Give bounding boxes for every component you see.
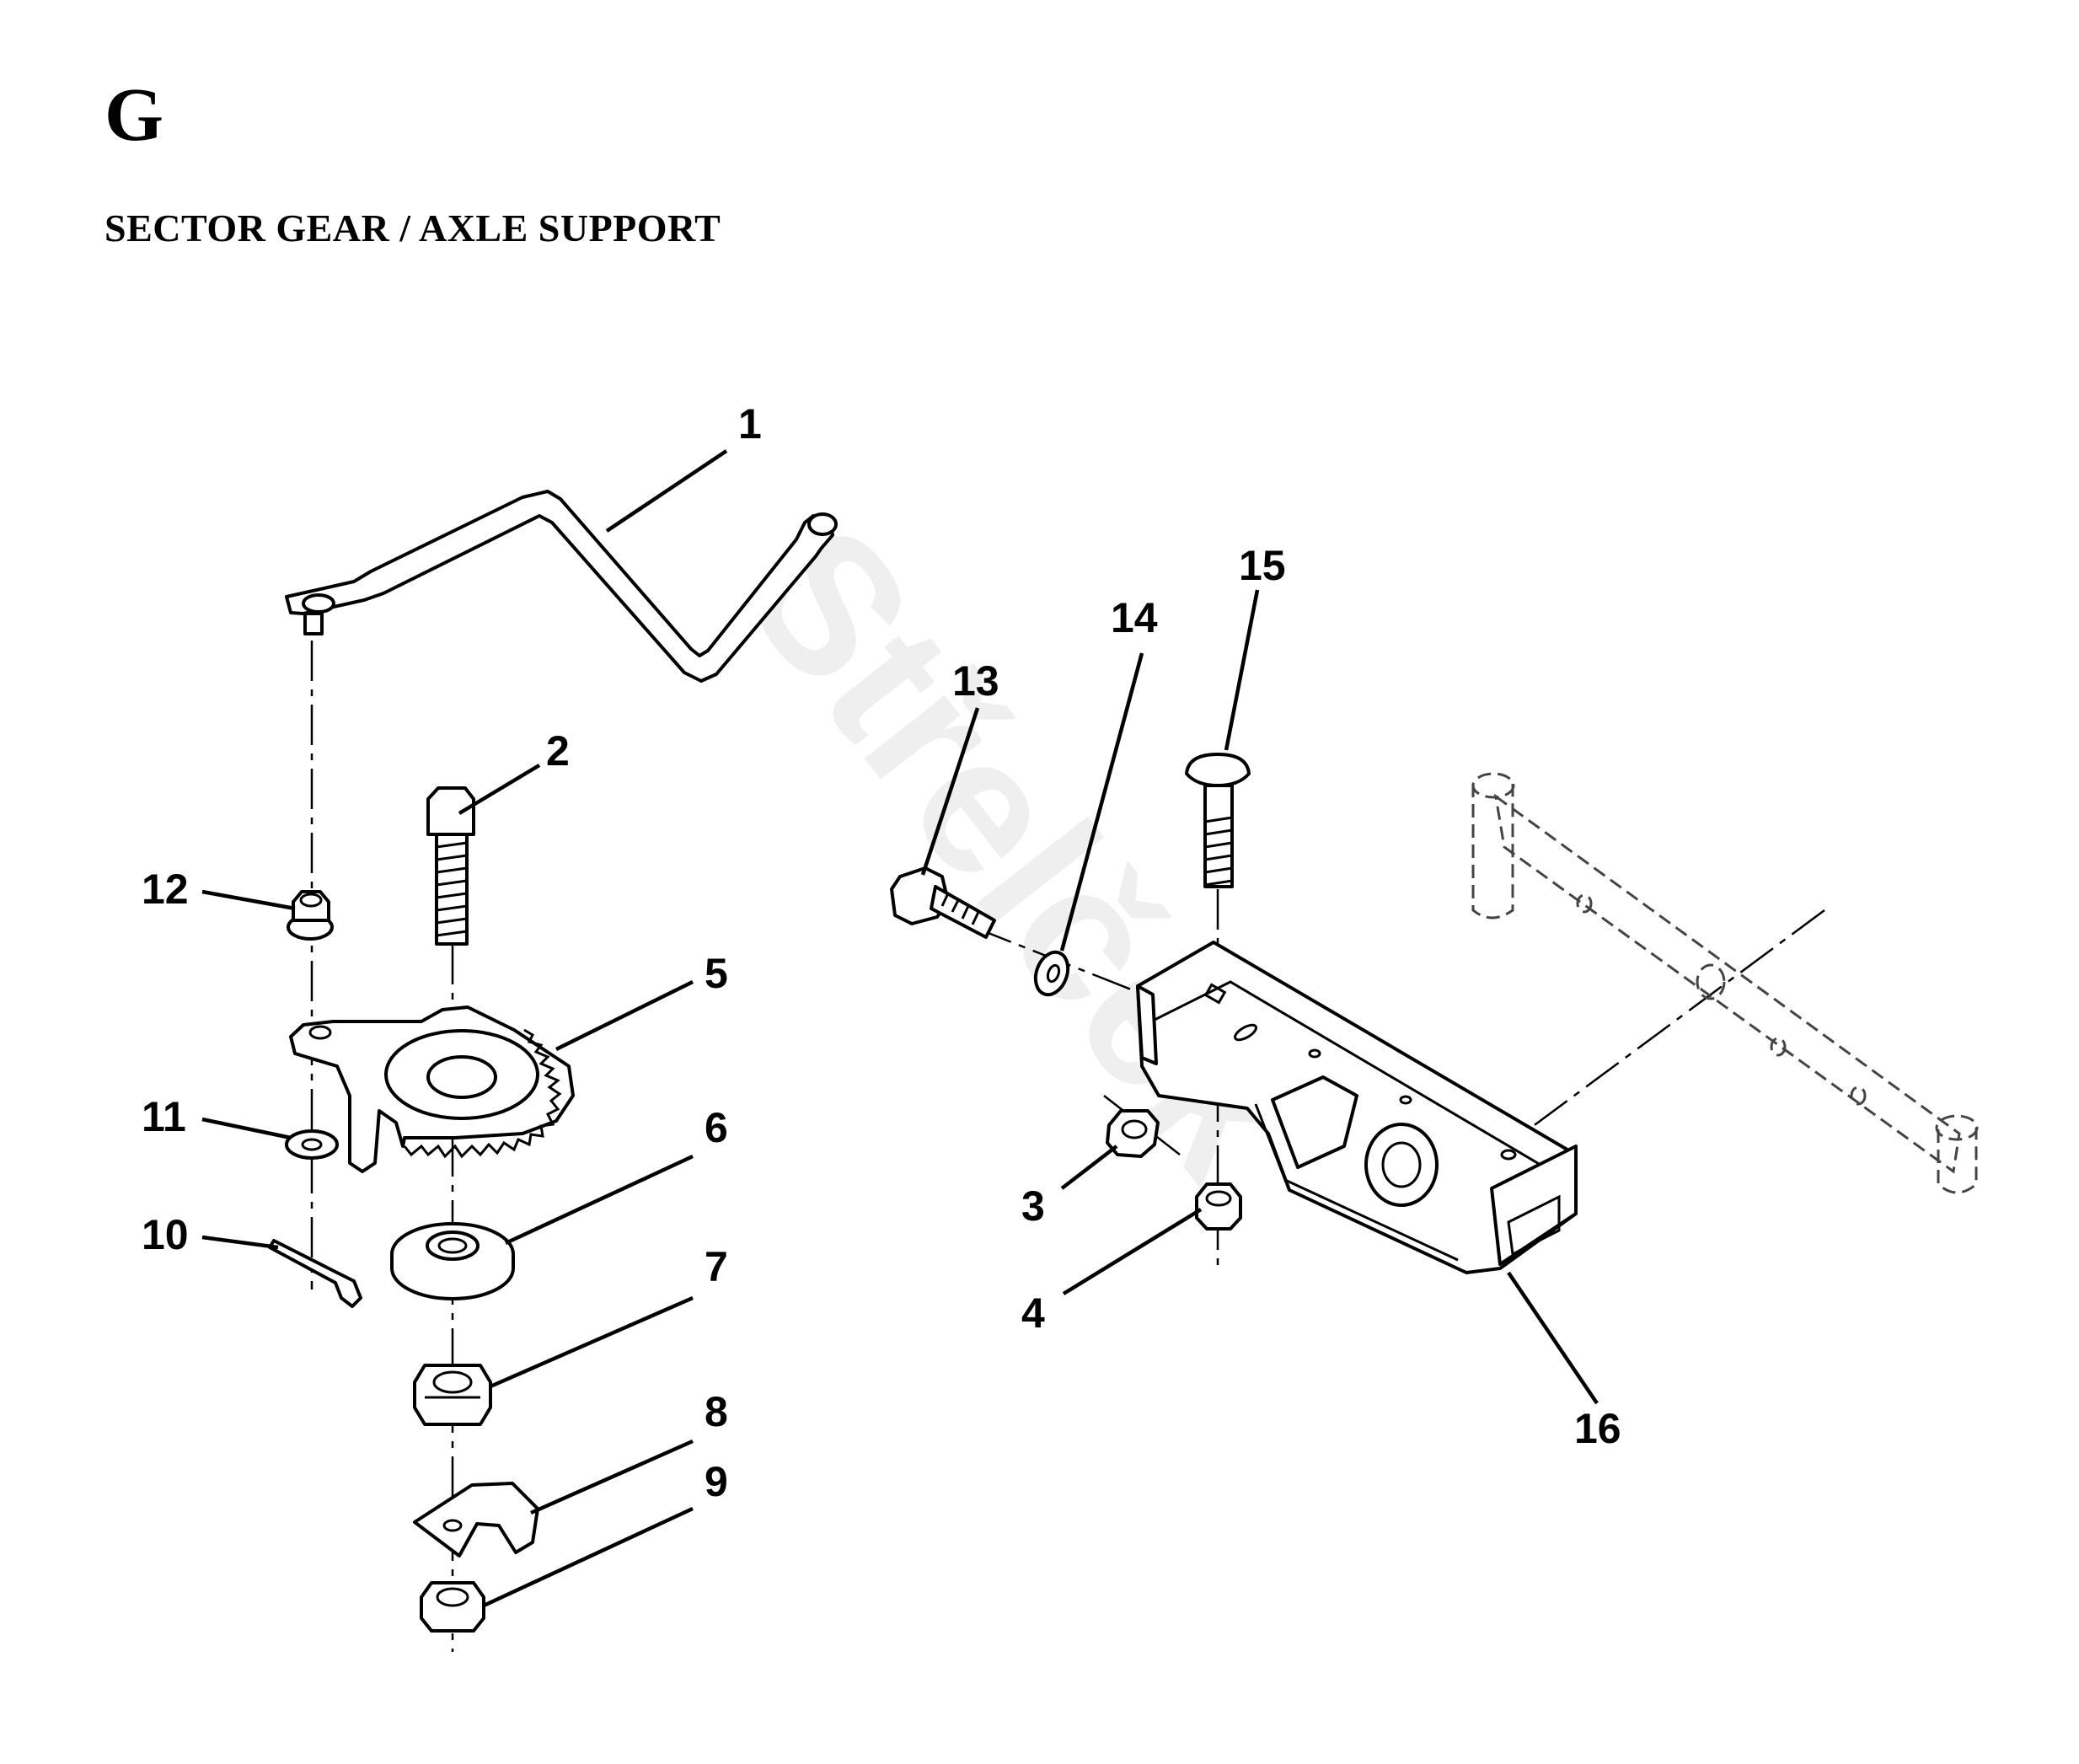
callout-11: 11 xyxy=(142,1093,186,1140)
leader-7 xyxy=(490,1295,694,1389)
section-letter: G xyxy=(104,73,164,157)
callout-7: 7 xyxy=(705,1243,728,1290)
part-16-axle-support[interactable] xyxy=(1136,941,1578,1274)
leader-15 xyxy=(1224,589,1260,751)
callout-10: 10 xyxy=(142,1211,189,1258)
callout-13: 13 xyxy=(952,657,999,705)
part-8-clip[interactable] xyxy=(413,1482,539,1558)
part-14-washer[interactable] xyxy=(1030,947,1074,999)
callout-6: 6 xyxy=(705,1104,728,1151)
callout-4: 4 xyxy=(1021,1289,1045,1337)
leader-11 xyxy=(201,1117,292,1140)
callout-numbers: 1 2 3 4 5 6 7 8 9 10 11 12 13 14 15 16 xyxy=(142,400,1621,1505)
leader-16 xyxy=(1507,1271,1599,1405)
part-15-carriage-bolt[interactable] xyxy=(1185,753,1251,888)
leader-4 xyxy=(1062,1208,1203,1295)
part-3-nut[interactable] xyxy=(1106,1109,1160,1158)
center-line-nut-3 xyxy=(1103,1095,1181,1155)
part-4-nut[interactable] xyxy=(1195,1182,1242,1231)
leader-9 xyxy=(483,1506,694,1608)
leader-6 xyxy=(505,1154,694,1246)
section-title: SECTOR GEAR / AXLE SUPPORT xyxy=(104,206,721,249)
center-line-axle xyxy=(1482,909,1825,1165)
callout-15: 15 xyxy=(1239,542,1286,589)
part-2-bolt[interactable] xyxy=(426,786,475,946)
part-12-flange-nut[interactable] xyxy=(287,890,334,941)
part-1-drag-link[interactable] xyxy=(285,490,838,683)
part-6-spacer[interactable] xyxy=(390,1222,515,1300)
callout-8: 8 xyxy=(705,1388,728,1435)
leader-14 xyxy=(1059,652,1144,952)
leader-3 xyxy=(1060,1145,1118,1190)
leader-2 xyxy=(458,764,541,815)
callout-3: 3 xyxy=(1021,1182,1045,1230)
part-13-bolt[interactable] xyxy=(890,866,996,939)
leader-8 xyxy=(530,1439,694,1515)
leader-1 xyxy=(605,449,728,533)
callout-9: 9 xyxy=(705,1458,728,1505)
callout-14: 14 xyxy=(1111,594,1158,641)
callout-1: 1 xyxy=(738,400,762,448)
callout-2: 2 xyxy=(546,727,570,775)
part-11-washer[interactable] xyxy=(285,1129,339,1160)
leader-lines xyxy=(201,449,1599,1608)
leader-5 xyxy=(555,979,694,1052)
phantom-axle xyxy=(1471,772,1979,1194)
callout-5: 5 xyxy=(705,950,728,997)
part-9-nut[interactable] xyxy=(420,1581,485,1633)
part-10-cotter-pin[interactable] xyxy=(268,1239,362,1308)
leader-12 xyxy=(201,889,296,911)
callout-12: 12 xyxy=(142,866,189,913)
leader-10 xyxy=(201,1235,279,1250)
part-7-hex-nut[interactable] xyxy=(413,1364,492,1426)
part-5-sector-gear[interactable] xyxy=(289,1005,575,1173)
leader-13 xyxy=(920,707,980,876)
callout-16: 16 xyxy=(1574,1405,1621,1452)
